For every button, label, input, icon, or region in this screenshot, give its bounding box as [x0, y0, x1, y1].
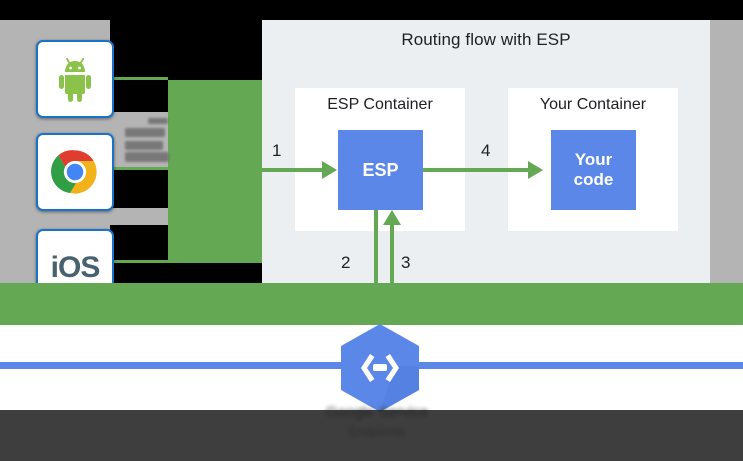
green-divider-3	[110, 260, 168, 263]
your-code-box: Your code	[551, 130, 636, 210]
diagram-title: Routing flow with ESP	[401, 30, 571, 49]
occluder-2	[110, 80, 168, 112]
client-tile-android[interactable]	[36, 40, 114, 118]
green-content-block	[168, 80, 262, 283]
your-code-line1: Your	[574, 150, 613, 170]
obscured-text-line-1	[125, 128, 165, 137]
your-container-label: Your Container	[539, 96, 647, 113]
obscured-text-line-4	[125, 152, 169, 162]
step-number-3: 3	[401, 253, 411, 272]
green-divider-1	[110, 77, 168, 80]
right-gray-strip	[710, 20, 743, 283]
obscured-text-line-3	[148, 118, 168, 124]
chrome-icon	[51, 150, 97, 194]
occluder-3	[110, 170, 168, 208]
arrow-4-line	[423, 168, 528, 172]
your-code-line2: code	[573, 170, 614, 189]
step-number-2: 2	[341, 253, 351, 272]
arrow-4-head	[528, 161, 543, 179]
client-tile-chrome[interactable]	[36, 133, 114, 211]
your-code-text: Your code	[574, 150, 614, 189]
top-black-bar	[0, 0, 743, 20]
cloud-endpoints-hexagon-icon	[341, 324, 419, 412]
esp-box: ESP	[338, 130, 423, 210]
occluder-6	[168, 20, 262, 80]
occluder-5	[110, 263, 262, 283]
esp-container-label: ESP Container	[327, 96, 433, 113]
green-divider-2	[110, 167, 168, 170]
cloud-endpoints-logo	[337, 322, 423, 414]
arrow-3-line	[390, 225, 394, 325]
android-icon	[59, 57, 91, 102]
bottom-dark-overlay	[0, 410, 743, 461]
arrow-3-head	[383, 210, 401, 225]
arrow-1-line	[262, 168, 324, 172]
obscured-text-line-2	[125, 141, 163, 150]
ios-icon: iOS	[50, 251, 101, 284]
green-band	[0, 283, 743, 325]
step-number-4: 4	[481, 141, 491, 160]
step-number-1: 1	[272, 141, 282, 160]
arrow-2-line	[374, 210, 378, 325]
arrow-1-head	[322, 161, 337, 179]
occluder-4	[110, 225, 168, 260]
